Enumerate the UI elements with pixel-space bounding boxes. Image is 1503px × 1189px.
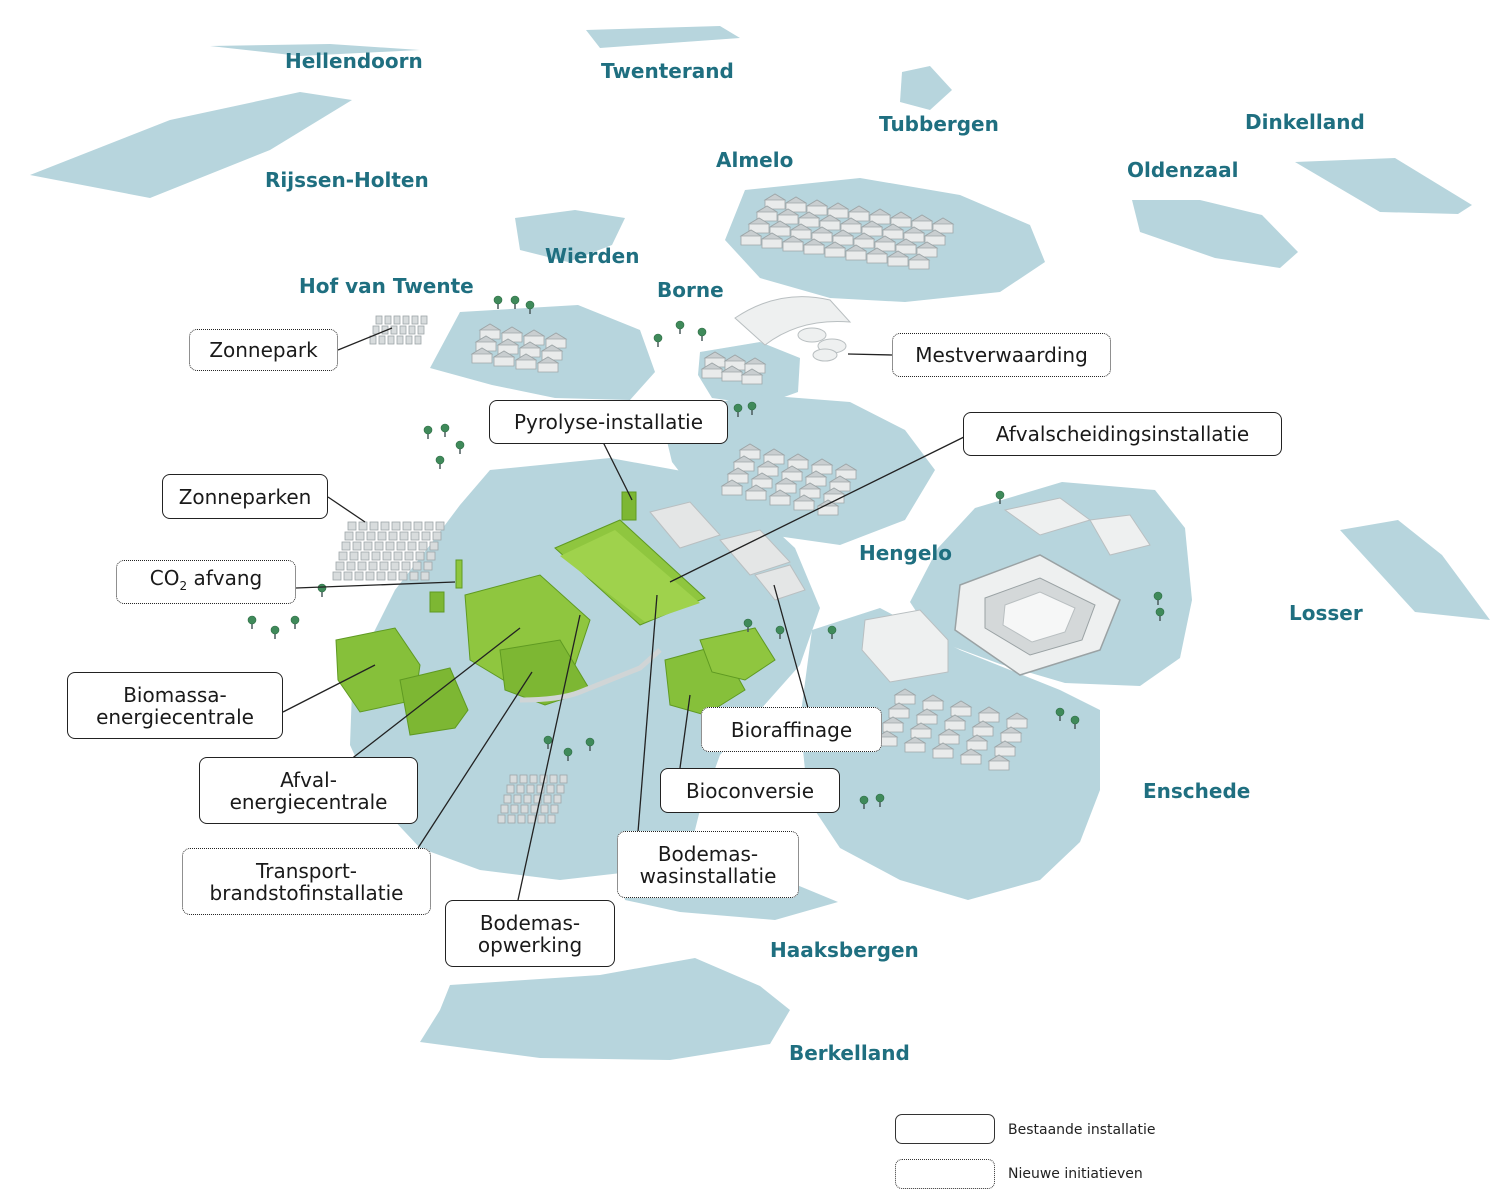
borne-houses: [700, 351, 767, 385]
label-transport-text: Transport- brandstofinstallatie: [209, 858, 404, 905]
label-afvalscheiding-text: Afvalscheidingsinstallatie: [995, 422, 1250, 446]
co2-suffix: afvang: [187, 566, 263, 590]
town-oldenzaal: Oldenzaal: [1127, 158, 1239, 182]
town-enschede: Enschede: [1143, 779, 1251, 803]
legend-existing-text: Bestaande installatie: [1008, 1122, 1156, 1138]
town-berkelland: Berkelland: [789, 1041, 910, 1065]
town-hengelo: Hengelo: [859, 541, 953, 565]
label-co2-text: CO2 afvang: [150, 567, 262, 597]
region-losser: [1340, 520, 1490, 620]
region-oldenzaal: [1132, 200, 1298, 268]
trees: [247, 295, 1165, 809]
label-co2-afvang: CO2 afvang: [116, 560, 296, 604]
label-afval-text: Afval- energiecentrale: [229, 767, 388, 814]
label-bioraffinage-text: Bioraffinage: [730, 717, 853, 742]
region-rijssen-holten: [30, 92, 352, 198]
stadium: [954, 554, 1121, 676]
town-almelo: Almelo: [716, 148, 794, 172]
region-berkelland: [420, 958, 790, 1060]
label-pyrolyse-text: Pyrolyse-installatie: [513, 410, 704, 434]
town-rijssen-holten: Rijssen-Holten: [265, 168, 429, 192]
region-dinkelland: [1295, 158, 1472, 214]
hengelo-houses: [720, 443, 858, 516]
town-losser: Losser: [1289, 601, 1363, 625]
region-wierden: [515, 210, 625, 262]
label-zonnepark-text: Zonnepark: [209, 338, 318, 362]
label-bodemas-wasinstallatie: Bodemas- wasinstallatie: [617, 831, 799, 898]
label-bodemas-was-text: Bodemas- wasinstallatie: [639, 841, 777, 888]
almelo-houses: [739, 193, 955, 270]
label-bioconversie: Bioconversie: [660, 768, 840, 813]
label-zonnepark: Zonnepark: [189, 329, 338, 371]
co2-subscript: 2: [179, 579, 188, 593]
label-zonneparken: Zonneparken: [162, 474, 328, 519]
town-haaksbergen: Haaksbergen: [770, 938, 919, 962]
leader-lines: [282, 327, 967, 901]
label-pyrolyse-installatie: Pyrolyse-installatie: [489, 400, 728, 444]
town-hof-van-twente: Hof van Twente: [299, 274, 474, 298]
label-bodemas-opwerking-text: Bodemas- opwerking: [477, 910, 583, 957]
label-mestverwaarding: Mestverwaarding: [892, 333, 1111, 377]
label-mestverwaarding-text: Mestverwaarding: [915, 343, 1088, 367]
town-twenterand: Twenterand: [601, 59, 734, 83]
town-tubbergen: Tubbergen: [879, 112, 999, 136]
label-transportbrandstofinstallatie: Transport- brandstofinstallatie: [182, 848, 431, 915]
region-tubbergen: [900, 66, 952, 110]
legend-existing-swatch: [895, 1114, 995, 1144]
label-bioraffinage: Bioraffinage: [701, 707, 882, 752]
label-zonneparken-text: Zonneparken: [178, 484, 312, 509]
grey-installations: [519, 497, 1151, 703]
label-biomassa-energiecentrale: Biomassa- energiecentrale: [67, 672, 283, 739]
label-afvalscheidingsinstallatie: Afvalscheidingsinstallatie: [963, 412, 1282, 456]
label-afval-energiecentrale: Afval- energiecentrale: [199, 757, 418, 824]
legend-new-text: Nieuwe initiatieven: [1008, 1166, 1143, 1182]
town-dinkelland: Dinkelland: [1245, 110, 1365, 134]
region-twenterand: [586, 26, 740, 48]
label-biomassa-text: Biomassa- energiecentrale: [96, 682, 254, 729]
label-bodemas-opwerking: Bodemas- opwerking: [445, 900, 615, 967]
region-hellendoorn: [210, 44, 420, 56]
enschede-houses: [875, 688, 1029, 771]
legend-new-swatch: [895, 1159, 995, 1189]
town-borne: Borne: [657, 278, 724, 302]
solar-park-south: [497, 774, 568, 824]
label-bioconversie-text: Bioconversie: [685, 778, 815, 803]
hof-van-twente-houses: [470, 323, 568, 373]
town-hellendoorn: Hellendoorn: [285, 49, 423, 73]
solar-parks-large: [332, 521, 445, 581]
green-installations: [335, 491, 776, 736]
co2-prefix: CO: [149, 566, 180, 590]
town-wierden: Wierden: [545, 244, 640, 268]
mestverwaarding-building: [734, 296, 852, 362]
solar-park-small: [369, 315, 428, 345]
